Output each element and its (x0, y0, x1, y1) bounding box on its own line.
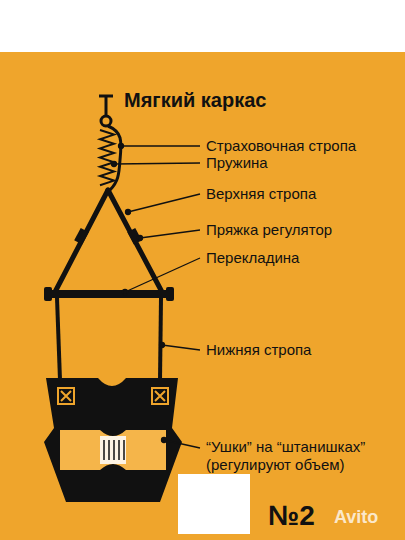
white-patch (178, 474, 250, 534)
lower-strap (57, 298, 161, 380)
callout-label: Пряжка регулятор (206, 221, 396, 239)
item-number: №2 (268, 500, 315, 532)
spring (100, 130, 114, 185)
callout-label: Страховочная стропа (206, 137, 396, 155)
seat (44, 378, 182, 502)
buckle (74, 228, 142, 245)
diagram-title: Мягкий каркас (124, 88, 266, 112)
upper-strap (55, 190, 162, 292)
watermark: Avito (334, 508, 378, 526)
background-panel (0, 52, 405, 540)
callout-label: “Ушки” на “штанишках” (регулируют объем) (206, 438, 386, 474)
callout-label: Верхняя стропа (206, 185, 396, 203)
leader-line (112, 144, 201, 449)
hook (99, 96, 113, 126)
callout-label: Перекладина (206, 249, 396, 267)
callout-label: Пружина (206, 154, 396, 172)
crossbar (44, 287, 174, 301)
callout-label: Нижняя стропа (206, 341, 396, 359)
